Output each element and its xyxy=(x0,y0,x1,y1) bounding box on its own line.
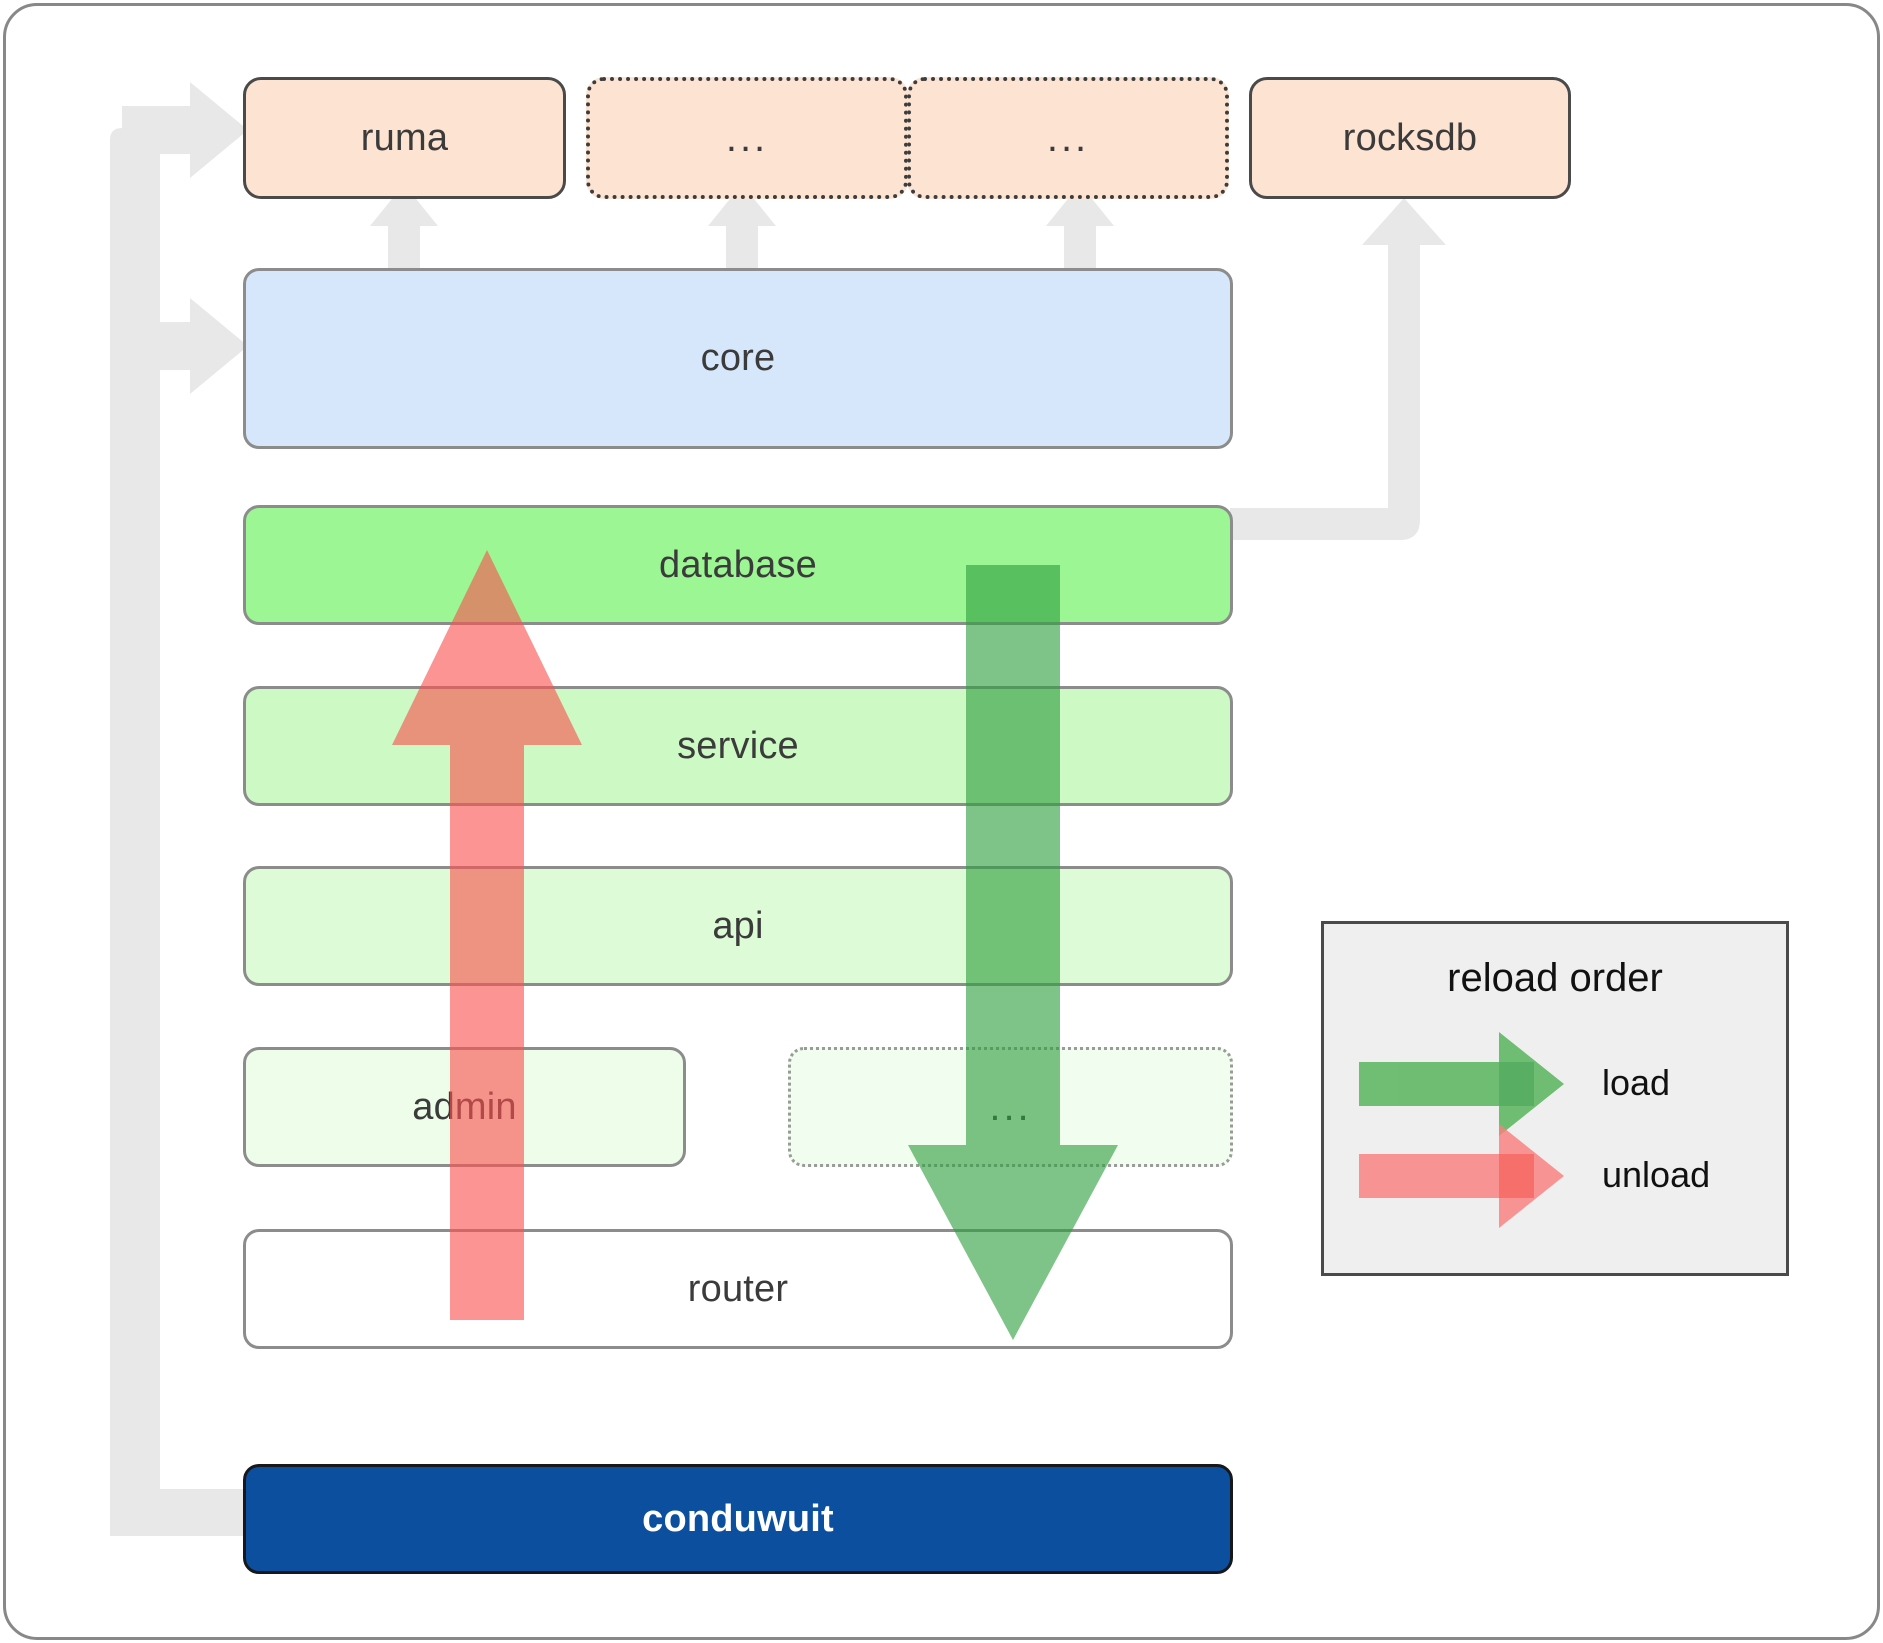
legend-label-unload: unload xyxy=(1602,1154,1711,1195)
legend-label-load: load xyxy=(1602,1062,1671,1103)
layer-admin-label: admin xyxy=(412,1085,517,1128)
legend-load-arrow xyxy=(1359,1032,1564,1136)
crate-ellipsis-1[interactable]: ... xyxy=(586,77,908,199)
app-conduwuit-label: conduwuit xyxy=(642,1497,834,1540)
layer-router[interactable]: router xyxy=(243,1229,1233,1349)
layer-router-label: router xyxy=(687,1267,789,1310)
layer-service-label: service xyxy=(677,724,799,767)
legend-unload-arrow xyxy=(1359,1124,1564,1228)
legend-title: reload order xyxy=(1447,956,1663,1000)
layer-ellipsis[interactable]: ... xyxy=(788,1047,1233,1167)
crate-ruma[interactable]: ruma xyxy=(243,77,566,199)
app-conduwuit[interactable]: conduwuit xyxy=(243,1464,1233,1574)
layer-service[interactable]: service xyxy=(243,686,1233,806)
crate-ruma-label: ruma xyxy=(360,116,449,159)
layer-core-label: core xyxy=(700,337,776,379)
crate-ellipsis-1-label: ... xyxy=(725,116,769,160)
crate-rocksdb[interactable]: rocksdb xyxy=(1249,77,1571,199)
diagram-frame xyxy=(3,3,1880,1640)
layer-database[interactable]: database xyxy=(243,505,1233,625)
layer-api[interactable]: api xyxy=(243,866,1233,986)
layer-ellipsis-label: ... xyxy=(989,1085,1032,1129)
layer-admin[interactable]: admin xyxy=(243,1047,686,1167)
crate-ellipsis-2-label: ... xyxy=(1046,116,1090,160)
layer-database-label: database xyxy=(659,543,817,586)
legend-arrow-graphics xyxy=(1359,1032,1564,1228)
legend-panel: reload order load unload xyxy=(1321,921,1789,1276)
crate-rocksdb-label: rocksdb xyxy=(1342,116,1478,159)
layer-api-label: api xyxy=(712,904,764,947)
layer-core[interactable]: core xyxy=(243,268,1233,449)
crate-ellipsis-2[interactable]: ... xyxy=(907,77,1229,199)
